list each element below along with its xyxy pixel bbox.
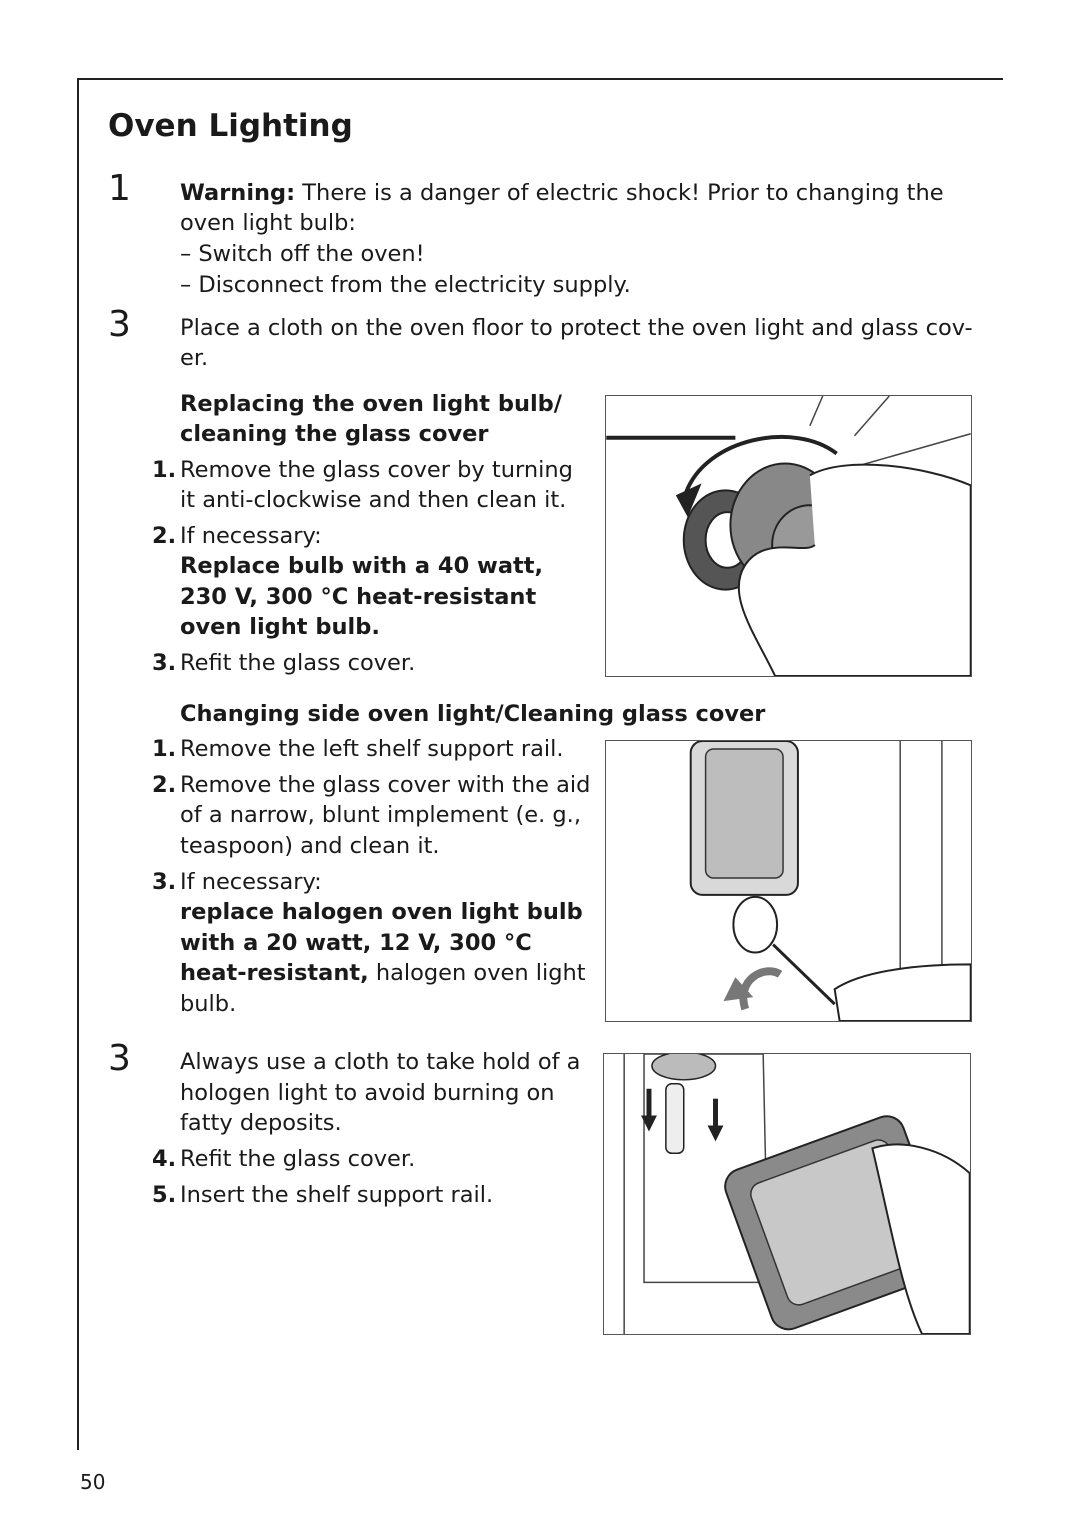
tip-line-1: Always use a cloth to take hold of a bbox=[180, 1049, 581, 1075]
figure-glass-cover-turn bbox=[605, 395, 972, 677]
page-title: Oven Lighting bbox=[108, 108, 353, 144]
tip-line-2: er. bbox=[180, 345, 209, 371]
list-item: 4.Refit the glass cover. bbox=[152, 1146, 416, 1172]
list-item: 3.Refit the glass cover. bbox=[152, 650, 416, 676]
top-rule bbox=[78, 78, 1003, 80]
warning-icon: 1 bbox=[108, 168, 131, 209]
warning-line-2: oven light bulb: bbox=[180, 210, 357, 236]
bulb-spec-3: oven light bulb. bbox=[180, 614, 380, 640]
section2-heading: Changing side oven light/Cleaning glass … bbox=[180, 701, 766, 727]
section1-heading-1: Replacing the oven light bulb/ bbox=[180, 391, 562, 417]
tip-icon: 3 bbox=[108, 304, 131, 345]
warning-label: Warning: bbox=[180, 180, 296, 206]
page-number: 50 bbox=[80, 1470, 106, 1494]
list-item-cont: of a narrow, blunt implement (e. g., bbox=[180, 802, 581, 828]
figure-side-light-spoon bbox=[605, 740, 972, 1022]
side-light-illustration bbox=[689, 741, 971, 1021]
list-item: 1.Remove the glass cover by turning bbox=[152, 457, 573, 483]
list-item: 2.If necessary: bbox=[152, 523, 322, 549]
glass-cover-illustration bbox=[606, 396, 971, 676]
tip-line-2: hologen light to avoid burning on bbox=[180, 1080, 555, 1106]
bulb-spec-2: 230 V, 300 °C heat-resistant bbox=[180, 584, 537, 610]
dash-item-2: – Disconnect from the electricity supply… bbox=[180, 272, 631, 298]
halogen-spec-3: heat-resistant, halogen oven light bbox=[180, 960, 586, 986]
tip-line-3: fatty deposits. bbox=[180, 1110, 342, 1136]
list-item: 3.If necessary: bbox=[152, 869, 322, 895]
list-item: 5.Insert the shelf support rail. bbox=[152, 1182, 494, 1208]
halogen-spec-1: replace halogen oven light bulb bbox=[180, 899, 583, 925]
tip-line-1: Place a cloth on the oven floor to prote… bbox=[180, 315, 973, 341]
dash-item-1: – Switch off the oven! bbox=[180, 241, 425, 267]
bulb-spec-1: Replace bulb with a 40 watt, bbox=[180, 553, 544, 579]
left-rule bbox=[77, 78, 79, 1450]
section1-heading-2: cleaning the glass cover bbox=[180, 421, 489, 447]
tip-icon: 3 bbox=[108, 1038, 131, 1079]
figure-halogen-removal bbox=[603, 1053, 971, 1335]
warning-line-1: Warning: There is a danger of electric s… bbox=[180, 178, 944, 209]
halogen-spec-4: bulb. bbox=[180, 991, 237, 1017]
list-item: 2.Remove the glass cover with the aid bbox=[152, 772, 591, 798]
list-item: 1.Remove the left shelf support rail. bbox=[152, 736, 564, 762]
halogen-spec-2: with a 20 watt, 12 V, 300 °C bbox=[180, 930, 532, 956]
warning-text: There is a danger of electric shock! Pri… bbox=[295, 180, 944, 206]
list-item-cont: it anti-clockwise and then clean it. bbox=[180, 487, 567, 513]
list-item-cont: teaspoon) and clean it. bbox=[180, 833, 440, 859]
halogen-illustration bbox=[623, 1054, 970, 1334]
